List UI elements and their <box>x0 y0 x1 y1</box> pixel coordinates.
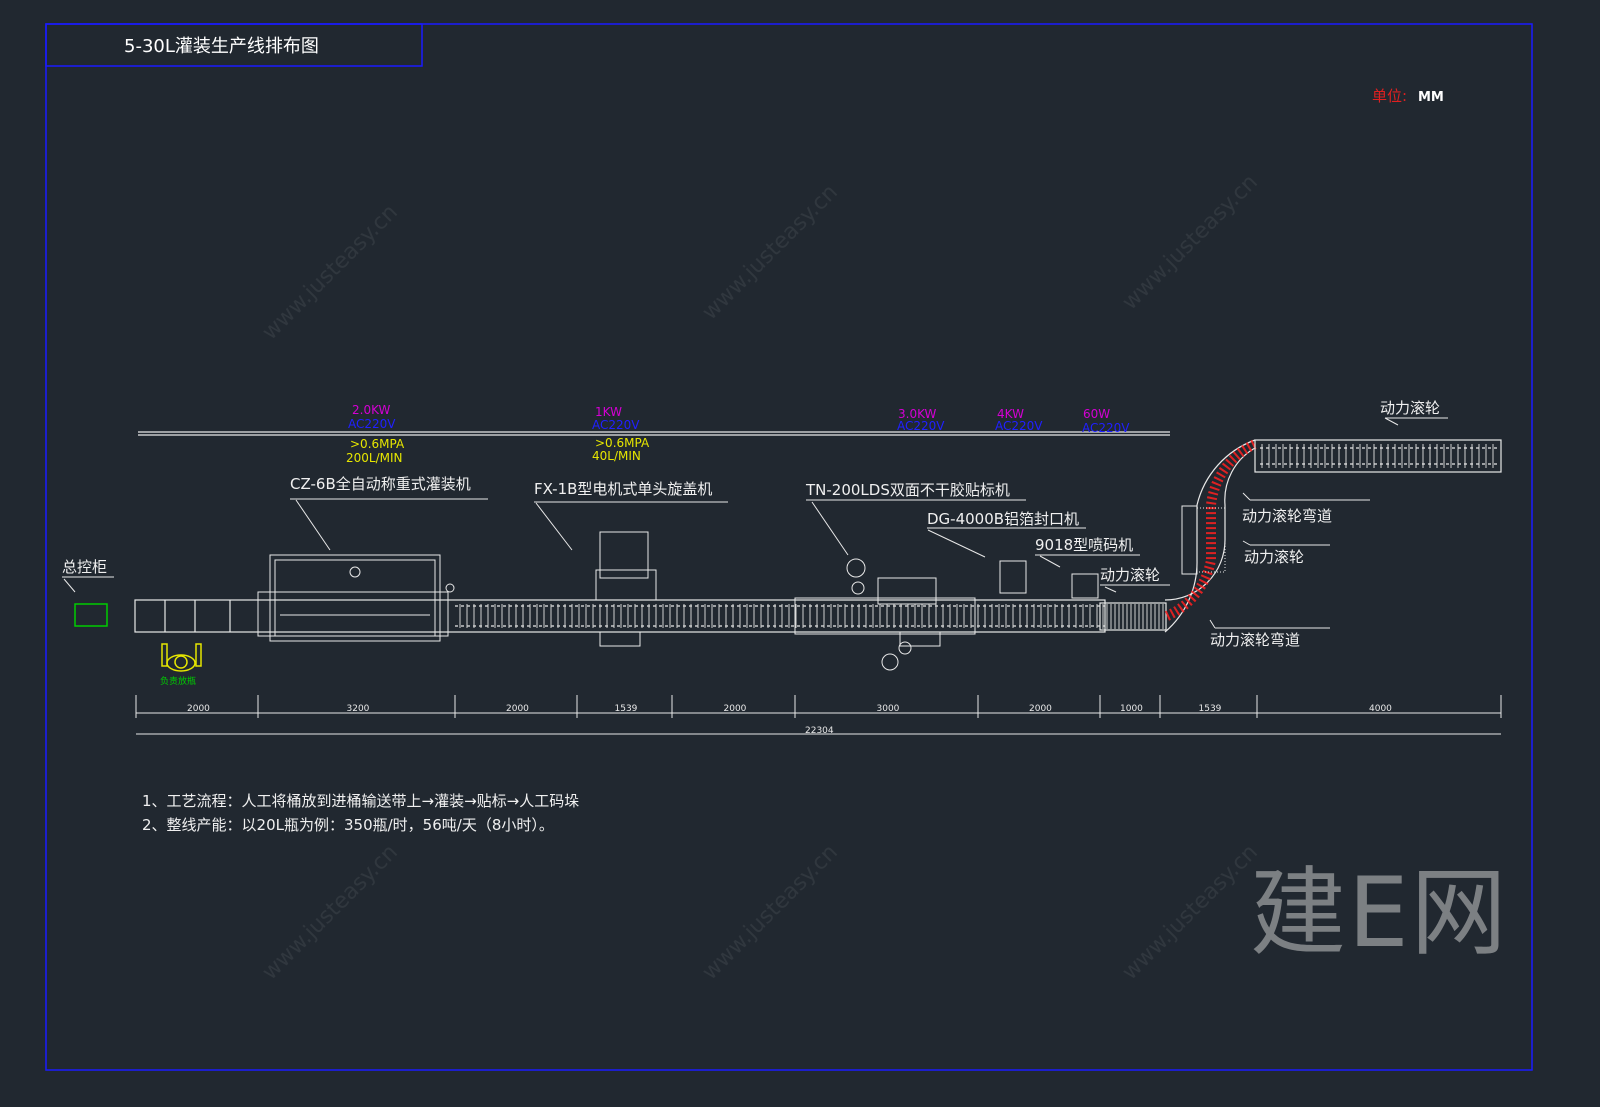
dimension-label: 2000 <box>724 704 747 714</box>
voltage-spec: AC220V <box>592 418 640 432</box>
roller-label: 动力滚轮 <box>1100 566 1160 584</box>
power-spec: 1KW <box>595 405 622 419</box>
dimension-label: 1000 <box>1120 704 1143 714</box>
filler-machine <box>257 554 455 642</box>
sealer-label: DG-4000B铝箔封口机 <box>927 510 1079 528</box>
drawing-frame <box>45 23 1533 1071</box>
title-box <box>45 23 423 67</box>
dimension-label: 1539 <box>1199 704 1222 714</box>
drawing-title: 5-30L灌装生产线排布图 <box>124 36 319 57</box>
dimension-label: 2000 <box>1029 704 1052 714</box>
dimension-label: 1539 <box>615 704 638 714</box>
dimension-label: 2000 <box>506 704 529 714</box>
dimension-lines <box>135 695 1502 735</box>
main-conveyor <box>134 599 1167 633</box>
control-cabinet-label: 总控柜 <box>62 558 107 576</box>
air-spec: >0.6MPA <box>595 436 650 450</box>
air-spec: >0.6MPA <box>350 437 405 451</box>
coder-label: 9018型喷码机 <box>1035 536 1133 554</box>
control-cabinet-box <box>74 603 108 627</box>
dimension-label: 3200 <box>347 704 370 714</box>
roller-label: 动力滚轮 <box>1244 548 1304 566</box>
note-1: 1、工艺流程：人工将桶放到进桶输送带上→灌装→贴标→人工码垛 <box>142 792 579 810</box>
top-conveyor <box>1254 439 1502 473</box>
unit-value: MM <box>1418 90 1444 105</box>
watermark-logo: 建E网 <box>1250 857 1509 969</box>
power-spec: 3.0KW <box>898 407 937 421</box>
note-2: 2、整线产能：以20L瓶为例：350瓶/时，56吨/天（8小时）。 <box>142 816 554 834</box>
voltage-spec: AC220V <box>348 417 396 431</box>
sealer-machine <box>999 560 1027 594</box>
operator-label: 负责放瓶 <box>160 675 196 687</box>
voltage-spec: AC220V <box>1082 421 1130 435</box>
operator-icon <box>161 643 202 672</box>
roller-label: 动力滚轮 <box>1380 399 1440 417</box>
labeler-label: TN-200LDS双面不干胶贴标机 <box>805 481 1010 499</box>
voltage-spec: AC220V <box>897 419 945 433</box>
power-spec: 60W <box>1083 407 1110 421</box>
roller-curve-label: 动力滚轮弯道 <box>1210 631 1300 649</box>
roller-curve-label: 动力滚轮弯道 <box>1242 507 1332 525</box>
roller-curve <box>1164 439 1258 633</box>
coder-machine <box>1071 573 1099 599</box>
dimension-label: 2000 <box>187 704 210 714</box>
dimension-label: 3000 <box>877 704 900 714</box>
power-spec: 4KW <box>997 407 1024 421</box>
capper-machine <box>595 531 657 647</box>
dimension-label: 4000 <box>1369 704 1392 714</box>
flow-spec: 200L/MIN <box>346 451 403 465</box>
power-spec: 2.0KW <box>352 403 391 417</box>
voltage-spec: AC220V <box>995 419 1043 433</box>
labeler-machine <box>794 558 976 671</box>
filler-label: CZ-6B全自动称重式灌装机 <box>290 475 471 493</box>
unit-label: 单位: <box>1372 87 1407 105</box>
capper-label: FX-1B型电机式单头旋盖机 <box>534 480 712 498</box>
total-length: 22304 <box>805 726 834 736</box>
flow-spec: 40L/MIN <box>592 449 641 463</box>
